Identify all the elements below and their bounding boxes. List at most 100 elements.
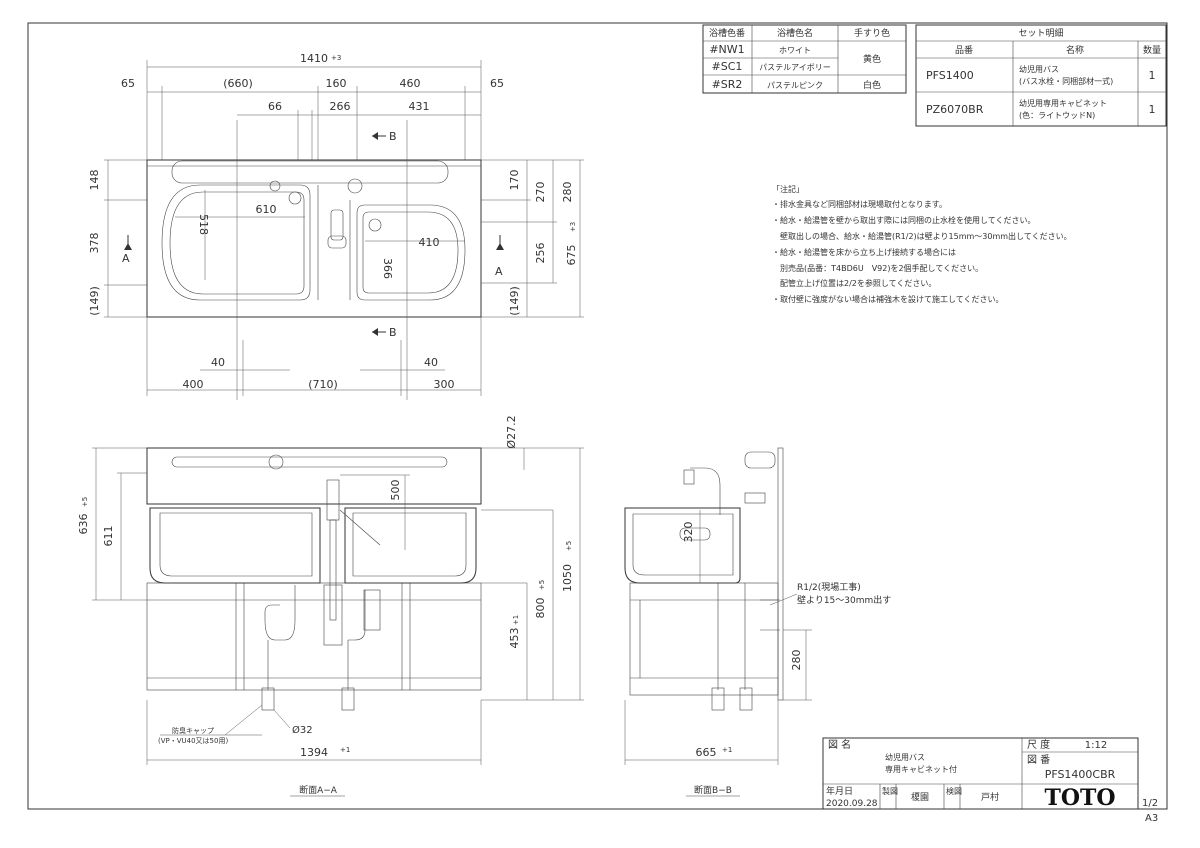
color-name: パステルピンク bbox=[767, 81, 823, 90]
set-table-header-name: 名称 bbox=[1066, 44, 1084, 56]
dim-label: 431 bbox=[409, 100, 430, 113]
color-table-header-name: 浴槽色名 bbox=[777, 27, 813, 39]
color-code: #SC1 bbox=[712, 60, 743, 73]
set-part-qty: 1 bbox=[1149, 69, 1156, 82]
note-line: ・排水金具など同梱部材は現場取付となります。 bbox=[772, 199, 947, 209]
title-made-by: 榎園 bbox=[911, 791, 929, 803]
dim-label: (660) bbox=[223, 77, 253, 90]
rail-color-yellow: 黄色 bbox=[863, 53, 881, 65]
dim-front-width: 1394 bbox=[300, 746, 328, 759]
dim-tolerance: +5 bbox=[565, 541, 573, 551]
color-table: 浴槽色番 浴槽色名 手すり色 #NW1 ホワイト #SC1 パステルアイボリー … bbox=[702, 24, 907, 94]
set-table-title: セット明細 bbox=[1018, 27, 1063, 39]
dim-tolerance: +1 bbox=[722, 746, 732, 754]
dim-label: 378 bbox=[88, 233, 101, 254]
dim-label: 170 bbox=[508, 170, 521, 191]
dim-depth: 675 bbox=[565, 245, 578, 266]
dim-label: 460 bbox=[400, 77, 421, 90]
dim-tolerance: +1 bbox=[340, 746, 350, 754]
title-drawing-number: PFS1400CBR bbox=[1045, 768, 1116, 781]
dim-label: 280 bbox=[561, 182, 574, 203]
section-marker-b: B bbox=[389, 130, 397, 143]
title-date: 2020.09.28 bbox=[826, 799, 878, 809]
drawing-frame bbox=[27, 22, 1168, 810]
dim-label: 610 bbox=[256, 203, 277, 216]
dim-faucet-height: 500 bbox=[389, 480, 402, 501]
plan-view: 1410 +3 65 (660) 160 460 65 66 266 431 B bbox=[88, 52, 584, 400]
note-line: 別売品(品番：T4BD6U V92)を2個手配してください。 bbox=[772, 263, 983, 273]
title-checked-by: 戸村 bbox=[981, 791, 999, 803]
dim-tolerance: +5 bbox=[81, 497, 89, 507]
cap-label: 防臭キャップ bbox=[172, 726, 214, 735]
dim-bath-height: 1050 bbox=[561, 564, 574, 592]
pipe-note-sub: 壁より15～30mm出す bbox=[797, 594, 891, 606]
dim-tolerance: +3 bbox=[569, 222, 577, 232]
dim-height-inner: 611 bbox=[102, 526, 115, 547]
color-name: パステルアイボリー bbox=[759, 63, 831, 72]
section-label-aa: 断面A−A bbox=[299, 784, 338, 796]
section-marker-a: A bbox=[122, 252, 130, 265]
dim-label: 40 bbox=[424, 356, 438, 369]
dim-label: 270 bbox=[534, 182, 547, 203]
title-drawing-label: 図 名 bbox=[828, 738, 851, 751]
pipe-note: R1/2(現場工事) bbox=[797, 581, 861, 593]
dim-label: 65 bbox=[490, 77, 504, 90]
dim-label: 518 bbox=[197, 214, 210, 235]
title-block: 図 名 幼児用バス 専用キャビネット付 尺 度 1:12 図 番 PFS1400… bbox=[822, 737, 1158, 824]
dim-cabinet-height: 453 bbox=[508, 628, 521, 649]
set-table-header-part: 品番 bbox=[955, 44, 973, 56]
note-line: 壁取出しの場合、給水・給湯管(R1/2)は壁より15mm～30mm出してください… bbox=[772, 231, 1072, 241]
set-part-name-sub: (色：ライトウッドN) bbox=[1019, 110, 1095, 120]
note-line: ・給水・給湯管を床から立ち上げ接続する場合には bbox=[772, 247, 956, 257]
dim-pipe-height: 280 bbox=[790, 650, 803, 671]
title-drawing-name: 幼児用バス bbox=[885, 752, 925, 762]
set-part-qty: 1 bbox=[1149, 103, 1156, 116]
cap-label-sub: (VP・VU40又は50用) bbox=[158, 737, 228, 745]
dim-label: (149) bbox=[88, 286, 101, 316]
set-part-name-sub: (バス水栓・同梱部材一式) bbox=[1019, 76, 1113, 86]
paper-size: A3 bbox=[1145, 813, 1158, 824]
section-marker-b: B bbox=[389, 326, 397, 339]
toto-logo: TOTO bbox=[1044, 785, 1115, 811]
set-part-number: PFS1400 bbox=[926, 69, 974, 82]
notes: 「注記」 ・排水金具など同梱部材は現場取付となります。 ・給水・給湯管を壁から取… bbox=[772, 184, 1072, 304]
dim-label: 410 bbox=[419, 236, 440, 249]
set-part-name: 幼児用バス bbox=[1019, 64, 1059, 74]
dim-height-total: 636 bbox=[77, 514, 90, 535]
dim-tolerance: +3 bbox=[331, 54, 341, 62]
dim-label: 266 bbox=[330, 100, 351, 113]
note-line: ・取付壁に強度がない場合は補強木を設けて施工してください。 bbox=[772, 294, 1004, 304]
dim-drain-diameter: Ø32 bbox=[292, 724, 313, 736]
notes-title: 「注記」 bbox=[772, 184, 804, 194]
dim-tolerance: +1 bbox=[512, 615, 520, 625]
color-table-header-rail: 手すり色 bbox=[854, 27, 890, 39]
title-scale-label: 尺 度 bbox=[1027, 738, 1050, 751]
color-code: #NW1 bbox=[709, 43, 744, 56]
dim-rim-height: 800 bbox=[534, 598, 547, 619]
set-table-header-qty: 数量 bbox=[1143, 44, 1161, 56]
set-part-number: PZ6070BR bbox=[926, 103, 984, 116]
dim-side-depth: 665 bbox=[696, 746, 717, 759]
color-code: #SR2 bbox=[712, 78, 743, 91]
note-line: 配管立上げ位置は2/2を参照してください。 bbox=[772, 278, 936, 288]
set-part-name: 幼児用専用キャビネット bbox=[1019, 98, 1107, 108]
rail-color-white: 白色 bbox=[863, 79, 881, 91]
dim-overall-width: 1410 bbox=[300, 52, 328, 65]
dim-label: 148 bbox=[88, 170, 101, 191]
color-table-header-code: 浴槽色番 bbox=[709, 27, 745, 39]
title-number-label: 図 番 bbox=[1027, 754, 1050, 766]
title-date-label: 年月日 bbox=[826, 785, 853, 797]
dim-side-faucet: 320 bbox=[682, 522, 695, 543]
dim-label: 40 bbox=[211, 356, 225, 369]
dim-pipe-diameter: Ø27.2 bbox=[505, 415, 518, 448]
title-scale: 1:12 bbox=[1085, 740, 1107, 751]
note-line: ・給水・給湯管を壁から取出す際には同梱の止水栓を使用してください。 bbox=[772, 215, 1036, 225]
dim-label: 65 bbox=[121, 77, 135, 90]
dim-label: (149) bbox=[508, 286, 521, 316]
title-check-label: 検図 bbox=[946, 786, 962, 796]
dim-label: 300 bbox=[434, 378, 455, 391]
side-section: 320 R1/2(現場工事) 壁より15～30mm出す 280 665 +1 断… bbox=[624, 447, 891, 797]
page-number: 1/2 bbox=[1142, 798, 1158, 809]
dim-label: 400 bbox=[183, 378, 204, 391]
